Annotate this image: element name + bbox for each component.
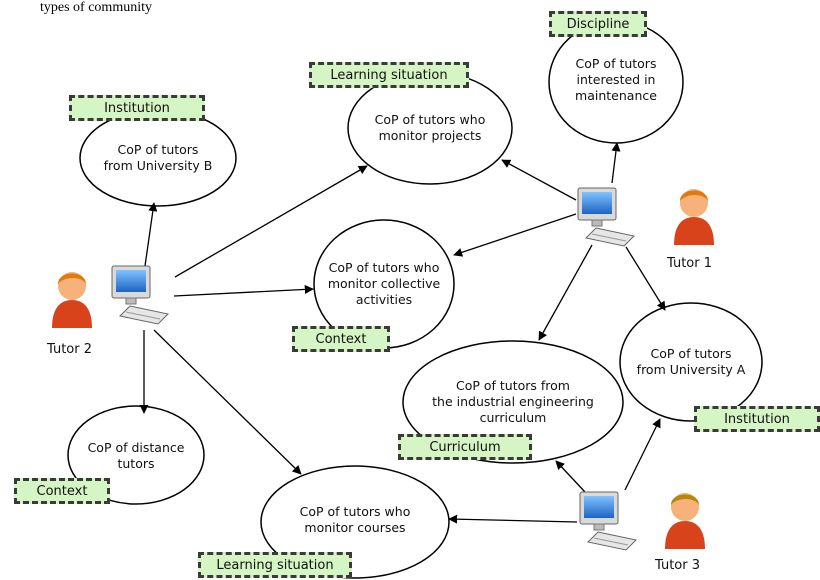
person-icon — [52, 272, 92, 328]
computer-icon — [111, 265, 170, 325]
tag-learning-situation-bottom: Learning situation — [198, 552, 352, 578]
node-maintenance: CoP of tutors interested in maintenance — [575, 56, 657, 103]
tag-context-mid: Context — [292, 326, 390, 352]
arrow-c1-maintenance — [611, 142, 621, 184]
tutor-3-label: Tutor 3 — [655, 558, 701, 573]
computer-icon — [579, 491, 638, 551]
node-ellipse-university-a — [619, 302, 763, 422]
tutor-2-label: Tutor 2 — [47, 342, 93, 357]
node-ellipse-industrial-engineering — [402, 340, 624, 464]
person-icon — [665, 493, 705, 549]
arrow-c2-collective-activities — [173, 284, 314, 297]
tag-learning-situation-top: Learning situation — [309, 62, 469, 88]
arrow-c2-monitor-projects — [174, 165, 368, 278]
arrow-c1-collective-activities — [453, 213, 577, 257]
tag-discipline: Discipline — [549, 11, 647, 37]
caption-text: types of community — [40, 0, 152, 15]
tag-institution-b: Institution — [69, 95, 205, 121]
tag-institution-a: Institution — [694, 406, 820, 432]
node-monitor-courses: CoP of tutors who monitor courses — [299, 504, 411, 535]
arrow-c3-industrial-engineering — [555, 460, 586, 493]
arrow-c1-university-a — [625, 246, 666, 311]
arrow-c2-university-b — [144, 202, 158, 267]
tag-context-left: Context — [14, 478, 110, 504]
arrow-c1-monitor-projects — [501, 159, 577, 201]
arrow-c3-university-a — [624, 418, 661, 491]
arrow-c3-monitor-courses — [448, 514, 578, 524]
computer-icon — [577, 187, 636, 247]
node-industrial-engineering: CoP of tutors from the industrial engine… — [432, 378, 594, 425]
arrow-c2-monitor-courses — [153, 329, 302, 475]
node-university-b: CoP of tutors from University B — [103, 142, 213, 173]
node-collective-activities: CoP of tutors who monitor collective act… — [327, 260, 441, 307]
node-distance-tutors: CoP of distance tutors — [87, 440, 185, 471]
tag-curriculum: Curriculum — [398, 434, 532, 460]
arrow-c1-industrial-engineering — [538, 244, 593, 341]
node-university-a: CoP of tutors from University A — [636, 346, 746, 377]
person-icon — [674, 189, 714, 245]
tutor-1-label: Tutor 1 — [667, 256, 713, 271]
node-monitor-projects: CoP of tutors who monitor projects — [374, 112, 486, 143]
